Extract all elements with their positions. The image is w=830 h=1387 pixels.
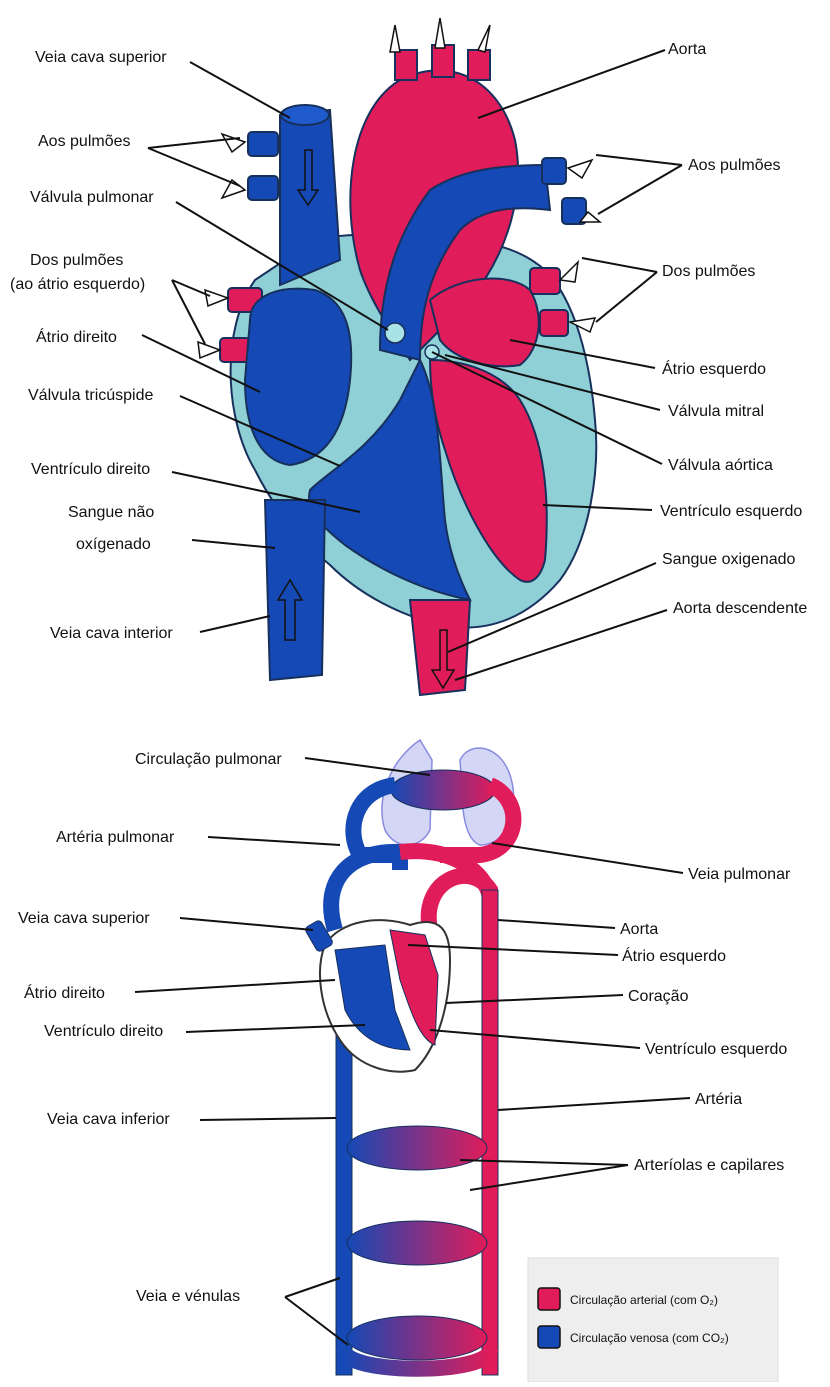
pulm-artery-left-stub-2 (248, 176, 278, 200)
label-ventriculo-direito-2: Ventrículo direito (44, 1023, 163, 1040)
systemic-capillaries-1 (347, 1126, 487, 1170)
label-dos-pulmoes-right: Dos pulmões (662, 263, 755, 280)
label-circulacao-pulmonar: Circulação pulmonar (135, 751, 282, 768)
aorta-branch-1 (395, 50, 417, 80)
arrow-outflow-3 (478, 25, 490, 52)
aorta-arch-main (429, 876, 490, 930)
pulm-vein-right-1 (530, 268, 560, 294)
label-arteria: Artéria (695, 1091, 742, 1108)
pulmonary-valve (385, 323, 405, 343)
aorta-branch-3 (468, 50, 490, 80)
label-valvula-tricuspide: Válvula tricúspide (28, 387, 154, 404)
label-valvula-mitral: Válvula mitral (668, 403, 764, 420)
label-valvula-aortica: Válvula aórtica (668, 457, 773, 474)
label-atrio-direito-2: Átrio direito (24, 983, 105, 1002)
label-veia-e-venulas: Veia e vénulas (136, 1288, 240, 1305)
svc-opening (281, 105, 329, 125)
artery-main (482, 890, 498, 1375)
label-aorta-descendente: Aorta descendente (673, 600, 807, 617)
arrow-to-lungs-right-1 (568, 160, 592, 178)
arrow-from-lungs-left-2 (198, 342, 220, 358)
label-atrio-esquerdo: Átrio esquerdo (662, 359, 766, 378)
label-arteriolas-capilares: Arteríolas e capilares (634, 1157, 784, 1174)
legend-swatch-venous (538, 1326, 560, 1348)
label-oxigenado: oxígenado (76, 536, 151, 553)
label-ventriculo-direito: Ventrículo direito (31, 461, 150, 478)
arrow-from-lungs-left-1 (205, 290, 228, 306)
label-atrio-direito: Átrio direito (36, 327, 117, 346)
label-ventriculo-esquerdo-2: Ventrículo esquerdo (645, 1041, 787, 1058)
label-valvula-pulmonar: Válvula pulmonar (30, 189, 154, 206)
label-coracao: Coração (628, 988, 689, 1005)
label-veia-cava-interior: Veia cava interior (50, 625, 173, 642)
label-arteria-pulmonar: Artéria pulmonar (56, 829, 175, 846)
legend: Circulação arterial (com O₂) Circulação … (528, 1258, 778, 1382)
systemic-capillaries-2 (347, 1221, 487, 1265)
arrow-to-lungs-left-1 (222, 134, 245, 152)
label-atrio-esquerdo-2: Átrio esquerdo (622, 946, 726, 965)
superior-vena-cava (280, 110, 340, 285)
heart-illustration (198, 18, 600, 695)
label-aorta-2: Aorta (620, 921, 658, 938)
legend-swatch-arterial (538, 1288, 560, 1310)
pulm-vein-left-2 (220, 338, 250, 362)
legend-box (528, 1258, 778, 1382)
pulm-vein-right-2 (540, 310, 568, 336)
arrow-outflow-2 (435, 18, 445, 48)
label-dos-pulmoes-left-2: (ao átrio esquerdo) (10, 276, 145, 293)
label-aorta: Aorta (668, 41, 706, 58)
inferior-vena-cava (265, 500, 325, 680)
label-veia-cava-superior: Veia cava superior (35, 49, 167, 66)
vena-cava-inferior-main (336, 1000, 352, 1375)
label-dos-pulmoes-left-1: Dos pulmões (30, 252, 123, 269)
label-veia-cava-inferior: Veia cava inferior (47, 1111, 170, 1128)
pulmonary-arch-blue (331, 852, 400, 930)
legend-label-venous: Circulação venosa (com CO₂) (570, 1331, 729, 1345)
arrow-outflow-1 (390, 25, 400, 52)
pulm-artery-left-stub-1 (248, 132, 278, 156)
label-sangue-nao: Sangue não (68, 504, 154, 521)
pulmonary-capillaries (391, 770, 495, 810)
pulm-artery-right-stub-1 (542, 158, 566, 184)
label-sangue-oxigenado: Sangue oxigenado (662, 551, 796, 568)
label-ventriculo-esquerdo: Ventrículo esquerdo (660, 503, 802, 520)
systemic-capillaries-3 (347, 1316, 487, 1360)
label-aos-pulmoes-right: Aos pulmões (688, 157, 781, 174)
arrow-from-lungs-right-1 (560, 262, 578, 282)
label-aos-pulmoes-left: Aos pulmões (38, 133, 131, 150)
label-veia-cava-superior-2: Veia cava superior (18, 910, 150, 927)
label-veia-pulmonar: Veia pulmonar (688, 866, 791, 883)
aorta-branch-2 (432, 45, 454, 77)
legend-label-arterial: Circulação arterial (com O₂) (570, 1293, 718, 1307)
